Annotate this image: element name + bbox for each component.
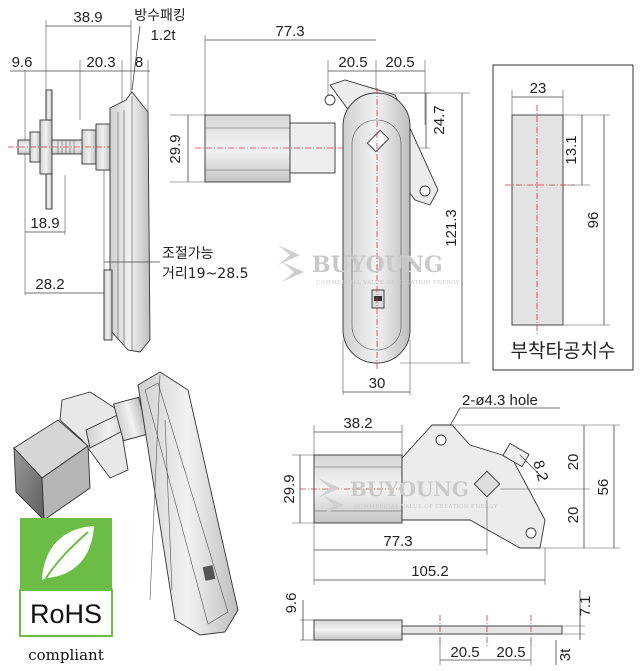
adjust-label-1: 조절가능: [162, 246, 214, 262]
gasket-label: 방수패킹: [134, 8, 186, 24]
watermark-top: BUYOUNG COMMERCIAL VALUE OF CREATION ENE…: [278, 245, 460, 286]
dim-38-9: 38.9: [73, 9, 102, 26]
dim-77-3-bottom: 77.3: [383, 533, 412, 550]
dim-7-1: 7.1: [577, 596, 594, 617]
handle-body-side: [109, 91, 151, 353]
dim-24-7: 24.7: [431, 105, 448, 134]
mounting-label: 부착타공치수: [511, 340, 616, 362]
dim-20-5-c: 20.5: [450, 644, 479, 661]
dim-18-9: 18.9: [30, 215, 59, 232]
watermark-tagline-bottom: COMMERCIAL VALUE OF CREATION ENERGY: [354, 504, 498, 510]
mounting-frame: [492, 64, 634, 371]
dim-56: 56: [595, 479, 612, 496]
rohs-title: RoHS: [30, 599, 102, 629]
watermark-tagline-top: COMMERCIAL VALUE OF CREATION ENERGY: [316, 280, 460, 286]
dim-9-6-bottom: 9.6: [283, 593, 300, 614]
plan-bracket: [401, 424, 546, 549]
dim-96: 96: [585, 212, 602, 229]
dim-13-1: 13.1: [563, 135, 580, 164]
cutout-shape: [511, 114, 564, 326]
strip-cam: [313, 619, 403, 641]
watermark-bottom: BUYOUNG COMMERCIAL VALUE OF CREATION ENE…: [318, 477, 498, 515]
bottom-side-view: 9.6 7.1 20.5 20.5 3t: [283, 590, 594, 665]
hole-label: 2-ø4.3 hole: [462, 392, 538, 409]
strip-plate: [401, 625, 563, 635]
rohs-badge: RoHS compliant: [19, 518, 113, 664]
dim-121-3: 121.3: [443, 209, 460, 247]
dim-20-right-b: 20: [565, 507, 582, 524]
dim-105-2: 105.2: [411, 563, 449, 580]
bottom-plan-view: 38.2 2-ø4.3 hole 29.9 8.2 20 20 56: [281, 392, 620, 585]
rohs-subtitle: compliant: [28, 646, 103, 664]
dim-29-9-bottom: 29.9: [281, 474, 298, 503]
dim-9-6-top: 9.6: [12, 54, 33, 71]
mounting-cutout-view: 23 13.1 96 부착타공치수: [492, 64, 634, 371]
handle-front: [342, 92, 411, 364]
product-isometric: [13, 371, 239, 636]
dim-28-2: 28.2: [35, 276, 64, 293]
dim-3t: 3t: [557, 648, 574, 661]
adjust-label-2: 거리19~28.5: [162, 266, 248, 282]
dim-30: 30: [369, 375, 386, 392]
dim-77-3-top: 77.3: [275, 23, 304, 40]
watermark-brand-bottom: BUYOUNG: [350, 477, 469, 501]
cam-block: [204, 114, 291, 183]
dim-20-5-d: 20.5: [496, 644, 525, 661]
watermark-brand-top: BUYOUNG: [312, 252, 443, 278]
dim-20-5-b: 20.5: [385, 54, 414, 71]
dim-23: 23: [530, 80, 547, 97]
dim-20-5-a: 20.5: [338, 54, 367, 71]
dim-8: 8: [135, 54, 143, 71]
gasket-thickness: 1.2t: [150, 27, 176, 44]
front-view: 77.3 20.5 20.5 24.7 29.9 121.3 30: [167, 23, 470, 395]
dim-29-9-top: 29.9: [167, 134, 184, 163]
dim-38-2: 38.2: [343, 415, 372, 432]
dim-20-right-a: 20: [565, 454, 582, 471]
side-view: 38.9 방수패킹 1.2t 9.6 20.3 8 18.9: [8, 8, 248, 353]
dim-20-3: 20.3: [86, 54, 115, 71]
dim-8-2: 8.2: [529, 459, 551, 484]
